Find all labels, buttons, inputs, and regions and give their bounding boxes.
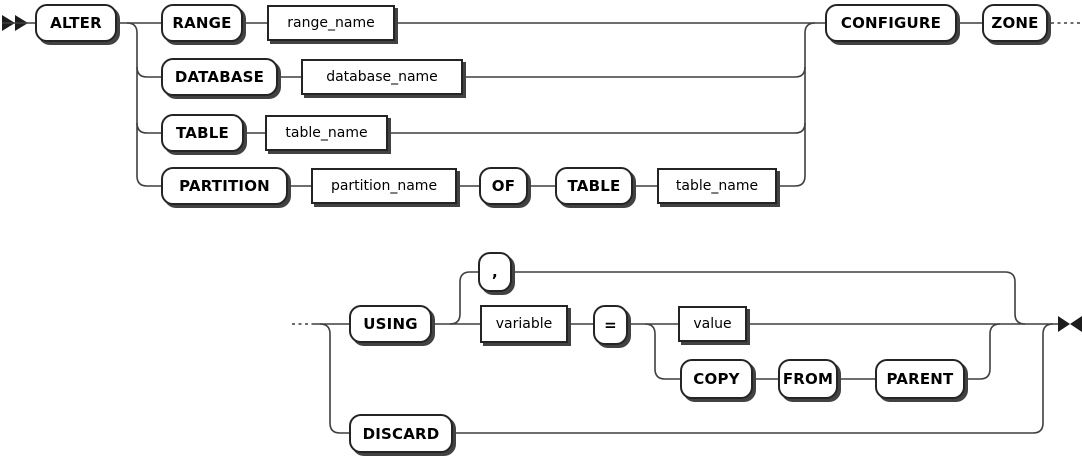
keyword-range: RANGE (161, 4, 243, 42)
variable-partition-name: partition_name (311, 168, 457, 204)
keyword-using: USING (349, 305, 432, 343)
keyword-copy: COPY (680, 359, 753, 399)
wire (388, 122, 806, 134)
keyword-parent: PARENT (875, 359, 965, 399)
wire (449, 271, 478, 325)
wire (463, 66, 806, 78)
wire (136, 122, 161, 134)
keyword-from: FROM (778, 359, 838, 399)
variable-table-name: table_name (265, 115, 388, 151)
variable-value: value (678, 306, 747, 342)
keyword-configure: CONFIGURE (825, 4, 957, 42)
variable-database-name: database_name (301, 59, 463, 95)
keyword-of: OF (479, 167, 528, 205)
wire (136, 66, 161, 78)
wire (453, 323, 1054, 434)
wire (644, 323, 680, 380)
wire (512, 271, 1026, 325)
end-marker-icon (1058, 316, 1082, 332)
variable-table-name-2: table_name (657, 168, 777, 204)
keyword-alter: ALTER (35, 4, 117, 42)
wire (777, 175, 806, 187)
variable-variable: variable (480, 305, 568, 343)
keyword-comma: , (478, 252, 512, 292)
wire (804, 22, 816, 176)
keyword-partition: PARTITION (161, 167, 288, 205)
keyword-table-2: TABLE (555, 167, 633, 205)
wire (126, 22, 161, 187)
keyword-database: DATABASE (161, 58, 278, 96)
keyword-zone: ZONE (982, 4, 1048, 42)
wire (319, 323, 349, 434)
wire (965, 323, 1001, 380)
keyword-discard: DISCARD (349, 414, 453, 453)
variable-range-name: range_name (267, 5, 395, 41)
keyword-equals: = (593, 305, 628, 345)
keyword-table: TABLE (161, 114, 244, 152)
